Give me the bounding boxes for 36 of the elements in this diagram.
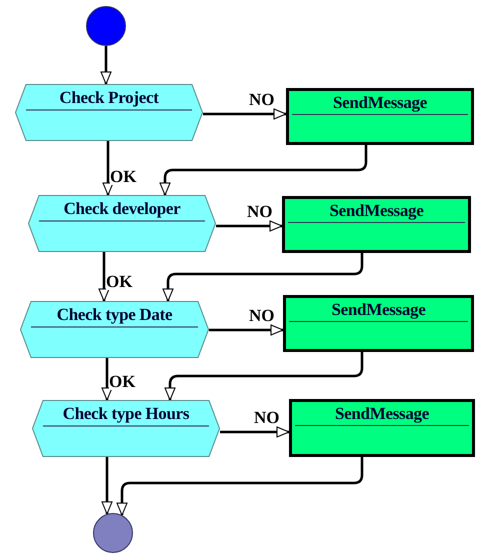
node-title: SendMessage — [330, 202, 424, 219]
decision-hexagon — [28, 195, 216, 252]
arrow — [164, 352, 364, 400]
edge-label: OK — [106, 273, 132, 290]
action-box — [286, 88, 474, 145]
action-box — [282, 196, 471, 253]
arrow — [160, 145, 368, 196]
decision-hexagon — [15, 84, 203, 141]
edge-label: NO — [249, 91, 274, 108]
decision-hexagon — [32, 400, 220, 457]
edge-label: OK — [109, 373, 136, 390]
node-title: SendMessage — [335, 405, 429, 422]
action-box — [283, 295, 474, 352]
node-title: Check developer — [64, 200, 180, 216]
arrow — [102, 141, 114, 196]
node-title: Check Project — [59, 88, 159, 106]
arrow — [98, 252, 110, 302]
edge-label: NO — [254, 409, 280, 426]
arrow — [102, 457, 112, 514]
arrow — [116, 457, 364, 516]
arrow — [209, 324, 284, 336]
arrow — [216, 220, 282, 232]
arrow — [162, 253, 364, 302]
arrow — [203, 108, 286, 120]
decision-hexagon — [20, 301, 209, 358]
arrow — [102, 358, 112, 400]
arrow — [100, 46, 112, 84]
edge-label: NO — [249, 307, 274, 324]
edge-label: NO — [247, 203, 272, 220]
node-title: SendMessage — [332, 301, 426, 318]
edge-label: OK — [110, 168, 136, 185]
action-box — [289, 399, 475, 457]
arrow — [220, 426, 290, 438]
node-title: Check type Date — [56, 306, 172, 322]
node-title: SendMessage — [333, 94, 427, 111]
node-title: Check type Hours — [62, 404, 190, 422]
